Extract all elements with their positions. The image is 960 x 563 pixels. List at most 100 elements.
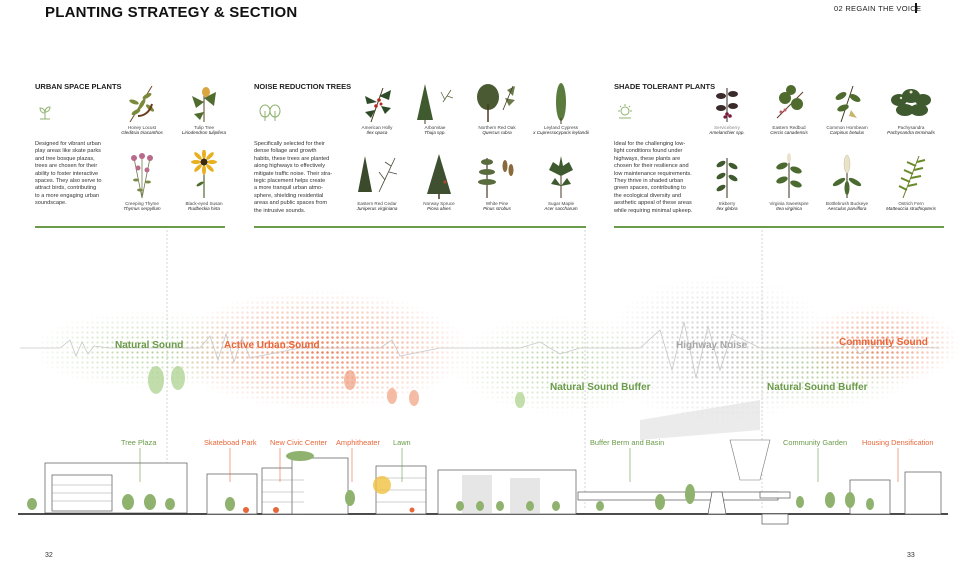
label-leader-lines xyxy=(139,448,899,482)
buffer-berm-basin-label: Buffer Berm and Basin xyxy=(590,438,665,447)
common-hornbeam-card: Common Hornbeam Carpinus betulus xyxy=(807,82,887,135)
plant-latin-name: Thuja spp. xyxy=(424,130,446,135)
serviceberry-card: Serviceberry Amelanchier spp. xyxy=(687,82,767,135)
noise-reduction-trees-title: NOISE REDUCTION TREES xyxy=(254,82,352,91)
plant-common-name: Eastern Redbud xyxy=(772,125,806,130)
eastern-red-cedar-card: Eastern Red Cedar Juniperus virginiana xyxy=(337,152,417,211)
amphitheater-label: Amphitheater xyxy=(336,438,380,447)
arborvitae-illustration xyxy=(417,84,454,124)
eastern-redbud-illustration xyxy=(776,85,804,119)
plant-common-name: Pachysandra xyxy=(897,125,925,130)
sugar-maple-card: Sugar Maple Acer saccharum xyxy=(521,152,601,211)
tree-icon xyxy=(266,104,284,122)
tulip-tree-card: Tulip Tree Liriodendron tulipifera xyxy=(164,82,244,135)
black-eyed-susan-card: Black-eyed Susan Rudbeckia hirta xyxy=(164,150,244,211)
creeping-thyme-card: Creeping Thyme Thymus serpyllum xyxy=(102,150,182,211)
page-number-right: 33 xyxy=(907,552,915,559)
lawn-label: Lawn xyxy=(393,438,411,447)
plant-common-name: Virginia Sweetspire xyxy=(769,201,809,206)
natural-sound-buffer-label: Natural Sound Buffer xyxy=(767,382,868,393)
plant-latin-name: Liriodendron tulipifera xyxy=(181,130,227,135)
sprout-icon xyxy=(36,104,54,122)
new-civic-center-label: New Civic Center xyxy=(270,438,328,447)
shade-tolerant-divider xyxy=(614,226,944,228)
virginia-sweetspire-illustration xyxy=(776,153,802,198)
plant-latin-name: Carpinus betulus xyxy=(829,130,865,135)
inkberry-card: Inkberry Ilex glabra xyxy=(687,152,767,211)
plant-latin-name: Rudbeckia hirta xyxy=(188,206,220,211)
community-garden-label: Community Garden xyxy=(783,438,848,447)
plant-common-name: Honey Locust xyxy=(127,125,157,130)
plant-common-name: Norway Spruce xyxy=(423,201,455,206)
plant-common-name: Sugar Maple xyxy=(547,201,575,206)
plant-common-name: White Pine xyxy=(485,201,509,206)
sugar-maple-illustration xyxy=(549,156,573,198)
american-holly-card: American Holly Ilex opaca xyxy=(337,82,417,135)
plant-common-name: Black-eyed Susan xyxy=(185,201,223,206)
plant-latin-name: Gleditsia triacanthos xyxy=(121,130,163,135)
plant-common-name: Inkberry xyxy=(718,201,736,206)
plant-common-name: Arborvitae xyxy=(424,125,446,130)
page-title: PLANTING STRATEGY & SECTION xyxy=(45,4,298,21)
chapter-divider xyxy=(915,3,917,13)
plant-common-name: American Holly xyxy=(361,125,393,130)
plant-common-name: Serviceberry xyxy=(714,125,740,130)
northern-red-oak-illustration xyxy=(477,84,515,122)
chapter-label: 02 REGAIN THE VOICE xyxy=(834,4,922,13)
creeping-thyme-illustration xyxy=(131,153,153,199)
serviceberry-illustration xyxy=(716,88,738,122)
eastern-red-cedar-illustration xyxy=(358,156,398,193)
plant-latin-name: Itea virginica xyxy=(776,206,802,211)
plant-latin-name: Amelanchier spp. xyxy=(709,130,745,135)
shade-tolerant-plants-description: Ideal for the challenging low-light cond… xyxy=(614,141,693,214)
plant-common-name: Eastern Red Cedar xyxy=(357,201,397,206)
norway-spruce-illustration xyxy=(427,154,451,199)
community-sound-label: Community Sound xyxy=(839,337,928,348)
plant-common-name: Ostrich Fern xyxy=(898,201,924,206)
white-pine-illustration xyxy=(478,158,514,198)
american-holly-illustration xyxy=(365,87,391,123)
tree-plaza-label: Tree Plaza xyxy=(121,438,157,447)
common-hornbeam-illustration xyxy=(835,85,861,123)
plant-common-name: Tulip Tree xyxy=(193,125,215,130)
urban-space-divider xyxy=(35,226,225,228)
plant-latin-name: Aesculus parviflora xyxy=(827,206,867,211)
plant-latin-name: Ilex opaca xyxy=(366,130,388,135)
urban-space-plants-title: URBAN SPACE PLANTS xyxy=(35,82,122,91)
pachysandra-card: Pachysandra Pachysandra terminalis xyxy=(871,82,951,135)
inkberry-illustration xyxy=(716,158,738,198)
plant-latin-name: Acer saccharum xyxy=(544,206,578,211)
bottlebrush-buckeye-illustration xyxy=(832,154,862,198)
plant-latin-name: Pinus strobus xyxy=(483,206,511,211)
plant-common-name: Northern Red Oak xyxy=(478,125,516,130)
virginia-sweetspire-card: Virginia Sweetspire Itea virginica xyxy=(749,152,829,211)
housing-densification-label: Housing Densification xyxy=(862,438,934,447)
plant-latin-name: Matteuccia struthiopteris xyxy=(886,206,936,211)
plant-latin-name: Cercis canadensis xyxy=(770,130,808,135)
bottlebrush-buckeye-card: Bottlebrush Buckeye Aesculus parviflora xyxy=(807,152,887,211)
black-eyed-susan-illustration xyxy=(191,150,217,198)
natural-sound-buffer-label: Natural Sound Buffer xyxy=(550,382,651,393)
plant-common-name: Bottlebrush Buckeye xyxy=(825,201,869,206)
plant-common-name: Common Hornbeam xyxy=(826,125,868,130)
pachysandra-illustration xyxy=(891,89,931,116)
plant-latin-name: Juniperus virginiana xyxy=(356,206,398,211)
white-pine-card: White Pine Pinus strobus xyxy=(457,152,537,211)
shade-sun-icon xyxy=(616,103,634,121)
tulip-tree-illustration xyxy=(192,87,216,122)
noise-reduction-divider xyxy=(254,226,586,228)
plant-common-name: Leyland Cypress xyxy=(543,125,579,130)
ostrich-fern-card: Ostrich Fern Matteuccia struthiopteris xyxy=(871,152,951,211)
plant-common-name: Creeping Thyme xyxy=(125,201,159,206)
highway-noise-label: Highway Noise xyxy=(676,340,748,351)
plant-latin-name: Thymus serpyllum xyxy=(123,206,161,211)
plant-latin-name: Quercus rubra xyxy=(482,130,512,135)
plant-latin-name: Picea abies xyxy=(427,206,451,211)
eastern-redbud-card: Eastern Redbud Cercis canadensis xyxy=(749,82,829,135)
northern-red-oak-card: Northern Red Oak Quercus rubra xyxy=(457,82,537,135)
honey-locust-card: Honey Locust Gleditsia triacanthos xyxy=(102,82,182,135)
skateboard-park-label: Skateboad Park xyxy=(204,438,257,447)
ostrich-fern-illustration xyxy=(898,155,926,199)
